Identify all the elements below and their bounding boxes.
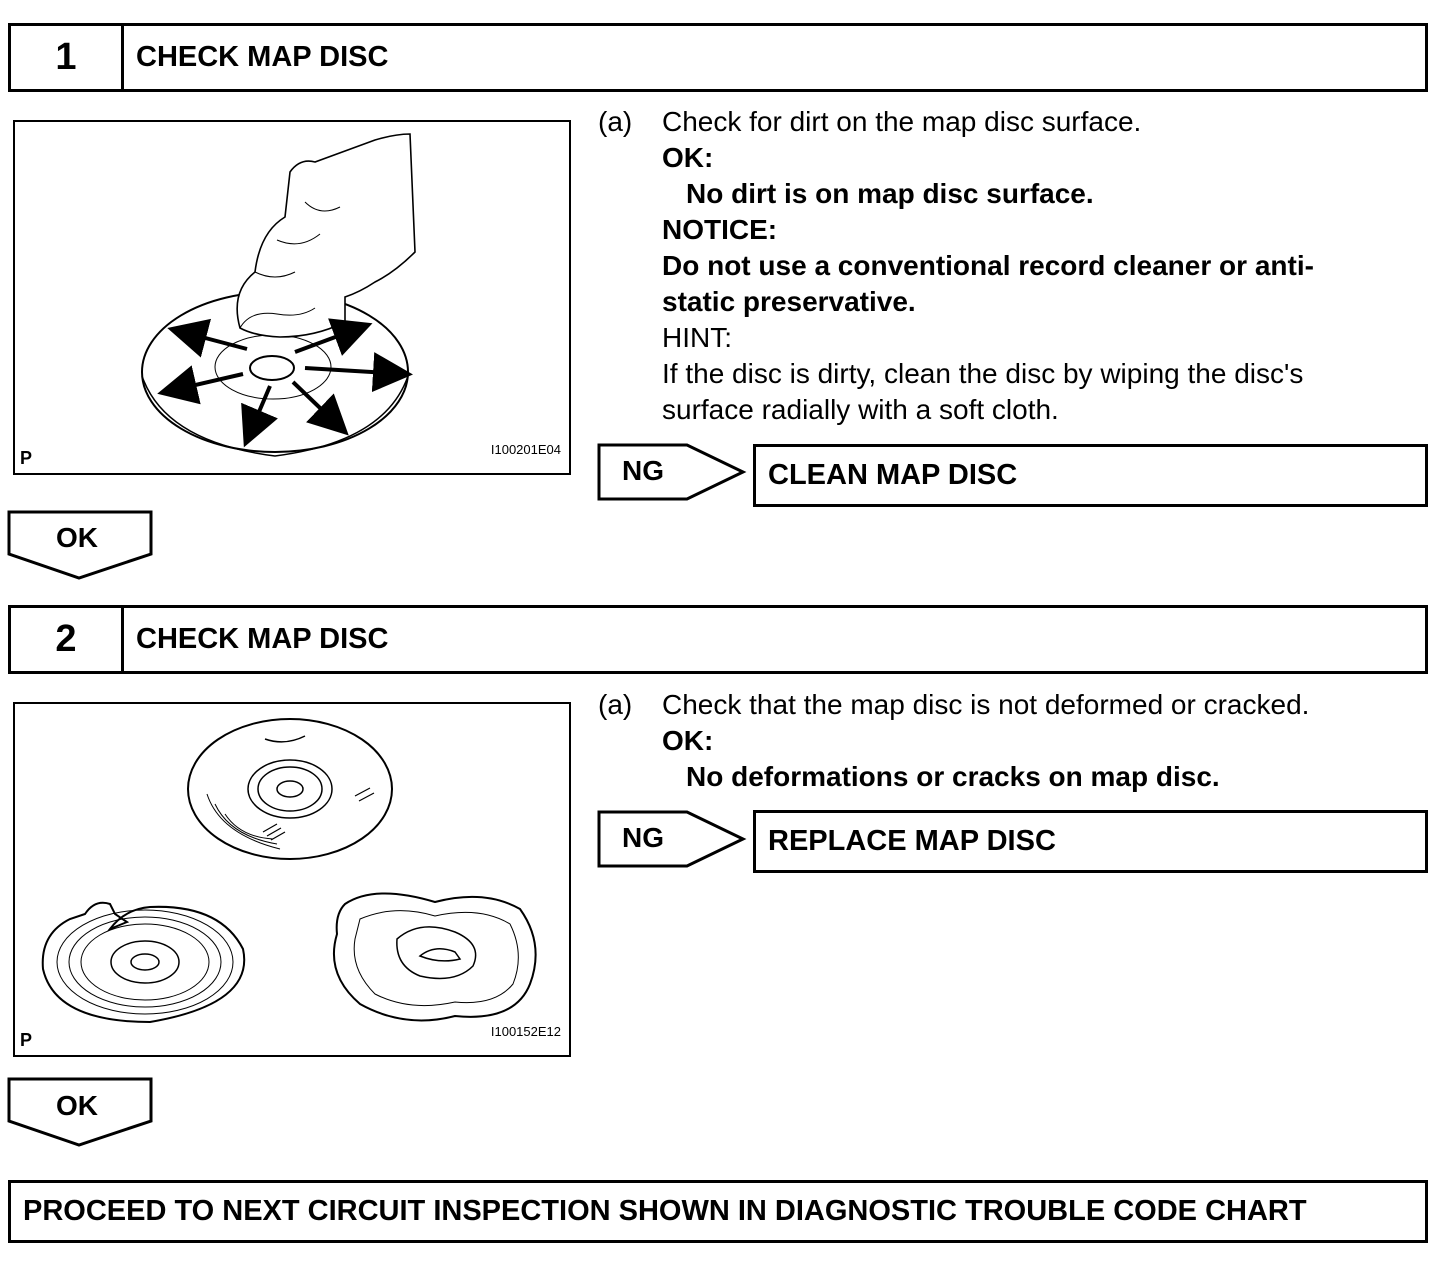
hint-text-2: surface radially with a soft cloth. [662, 394, 1059, 425]
hint-label: HINT: [662, 322, 732, 353]
figure-corner-label: P [20, 1030, 33, 1050]
ok-arrow-label: OK [56, 522, 98, 553]
figure-code: I100152E12 [490, 1024, 561, 1039]
ng-result-box: REPLACE MAP DISC [753, 810, 1428, 873]
figure-code: I100201E04 [490, 442, 561, 457]
ng-label: NG [622, 822, 664, 853]
step-number: 1 [11, 26, 124, 89]
ok-arrow [7, 1077, 153, 1147]
damaged-discs-illustration [41, 718, 537, 1024]
item-marker: (a) [598, 689, 633, 720]
step-1-header: 1 CHECK MAP DISC [8, 23, 1428, 92]
step-2-header: 2 CHECK MAP DISC [8, 605, 1428, 674]
step-2-instructions: (a) Check that the map disc is not defor… [598, 687, 1428, 797]
ok-label: OK: [662, 725, 714, 756]
ok-arrow [7, 510, 153, 580]
figure-corner-label: P [20, 448, 33, 468]
ok-criteria: No deformations or cracks on map disc. [686, 761, 1220, 792]
step-number: 2 [11, 608, 124, 671]
step-1-instructions: (a) Check for dirt on the map disc surfa… [598, 104, 1428, 434]
final-action-box: PROCEED TO NEXT CIRCUIT INSPECTION SHOWN… [8, 1180, 1428, 1243]
ng-arrow [597, 810, 747, 868]
instruction-text: Check for dirt on the map disc surface. [662, 106, 1142, 137]
instruction-text: Check that the map disc is not deformed … [662, 689, 1310, 720]
step-title: CHECK MAP DISC [136, 41, 389, 73]
notice-text-1: Do not use a conventional record cleaner… [662, 250, 1314, 281]
item-marker: (a) [598, 106, 633, 137]
step-1-figure: P I100201E04 [13, 120, 571, 475]
ok-label: OK: [662, 142, 714, 173]
ng-result-box: CLEAN MAP DISC [753, 444, 1428, 507]
ng-label: NG [622, 455, 664, 486]
step-2-figure: P I100152E12 [13, 702, 571, 1057]
disc-cleaning-illustration [141, 133, 416, 457]
notice-label: NOTICE: [662, 214, 778, 245]
ok-criteria: No dirt is on map disc surface. [686, 178, 1094, 209]
step-title: CHECK MAP DISC [136, 623, 389, 655]
notice-text-2: static preservative. [662, 286, 916, 317]
ng-arrow [597, 443, 747, 501]
ok-arrow-label: OK [56, 1090, 98, 1121]
hint-text-1: If the disc is dirty, clean the disc by … [662, 358, 1304, 389]
